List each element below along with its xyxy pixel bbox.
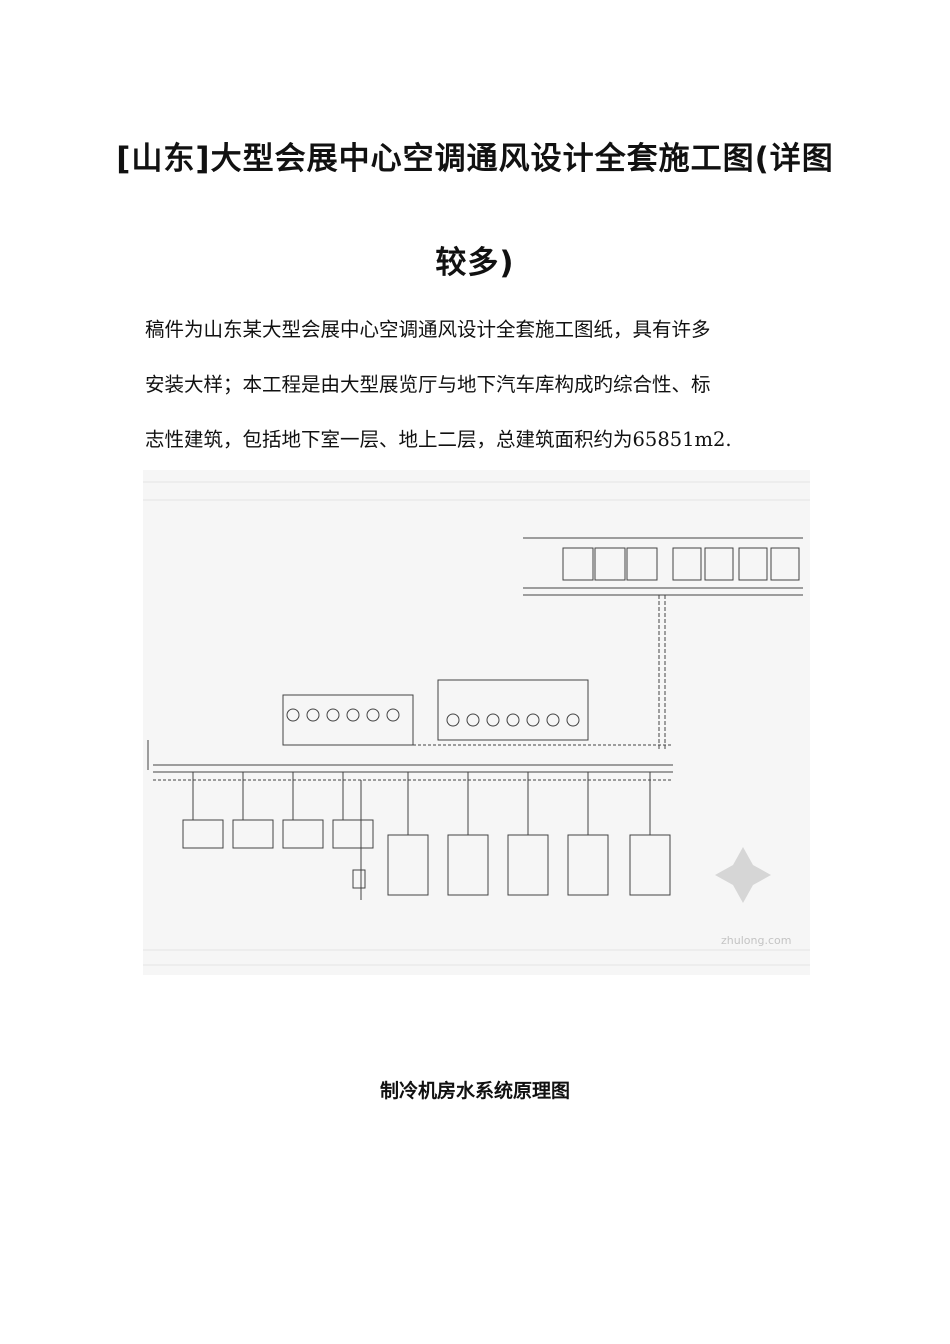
paragraph-line-1: 稿件为山东某大型会展中心空调通风设计全套施工图纸，具有许多 — [145, 318, 711, 341]
page-title-line-2: 较多) — [435, 245, 515, 281]
paragraph-line-3: 志性建筑，包括地下室一层、地上二层，总建筑面积约为65851m2. — [145, 428, 732, 451]
chiller-water-system-diagram: zhulong.com — [143, 470, 810, 975]
figure-caption: 制冷机房水系统原理图 — [379, 1080, 570, 1102]
page-title-line-1: [山东]大型会展中心空调通风设计全套施工图(详图 — [116, 141, 834, 177]
paragraph-line-2: 安装大样；本工程是由大型展览厅与地下汽车库构成旳综合性、标 — [145, 373, 711, 396]
watermark-text: zhulong.com — [721, 934, 791, 947]
